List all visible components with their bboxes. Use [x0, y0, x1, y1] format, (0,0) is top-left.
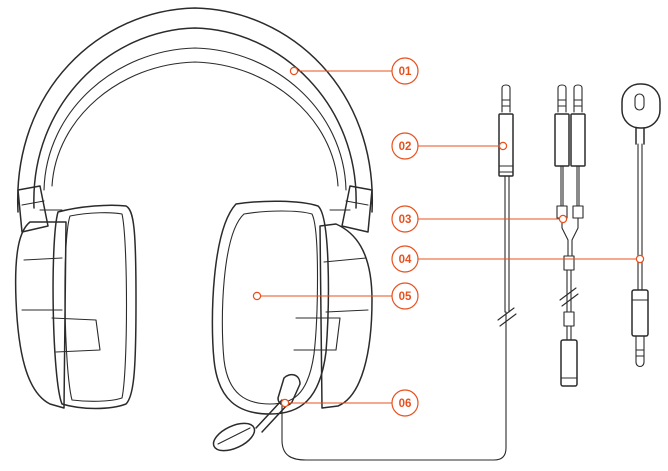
callout-06-marker: [280, 398, 290, 408]
splitter-cable: [554, 84, 586, 387]
callout-01-label: 01: [399, 66, 412, 78]
callout-02-label: 02: [399, 141, 412, 153]
right-earcup: [211, 200, 373, 415]
callout-02-marker: [498, 141, 508, 151]
callout-02-badge: [391, 132, 419, 160]
detached-boom-mic: [621, 83, 661, 368]
callout-03-badge: [391, 205, 419, 233]
callout-05-marker: [252, 291, 262, 301]
callout-06-badge: [391, 389, 419, 417]
callout-04: 04: [391, 245, 645, 273]
left-yoke: [17, 185, 63, 233]
callout-04-label: 04: [399, 254, 412, 266]
headset-illustration: [14, 7, 507, 461]
callout-03: 03: [391, 205, 568, 233]
callout-04-marker: [635, 254, 645, 264]
headset-cable: [281, 311, 507, 461]
callout-01: 01: [289, 57, 419, 85]
callout-05: 05: [252, 282, 419, 310]
callout-01-marker: [289, 66, 299, 76]
right-yoke: [329, 185, 373, 233]
aux-cable: [497, 84, 517, 327]
callout-05-label: 05: [399, 291, 412, 303]
callout-03-marker: [558, 214, 568, 224]
callout-06: 06: [280, 389, 419, 417]
callout-04-badge: [391, 245, 419, 273]
callout-02: 02: [391, 132, 508, 160]
attached-boom-mic: [212, 373, 301, 452]
left-earcup: [14, 204, 137, 410]
callout-03-label: 03: [399, 214, 412, 226]
callout-06-label: 06: [399, 398, 412, 410]
callout-05-badge: [391, 282, 419, 310]
callout-01-badge: [391, 57, 419, 85]
headband: [17, 7, 373, 213]
